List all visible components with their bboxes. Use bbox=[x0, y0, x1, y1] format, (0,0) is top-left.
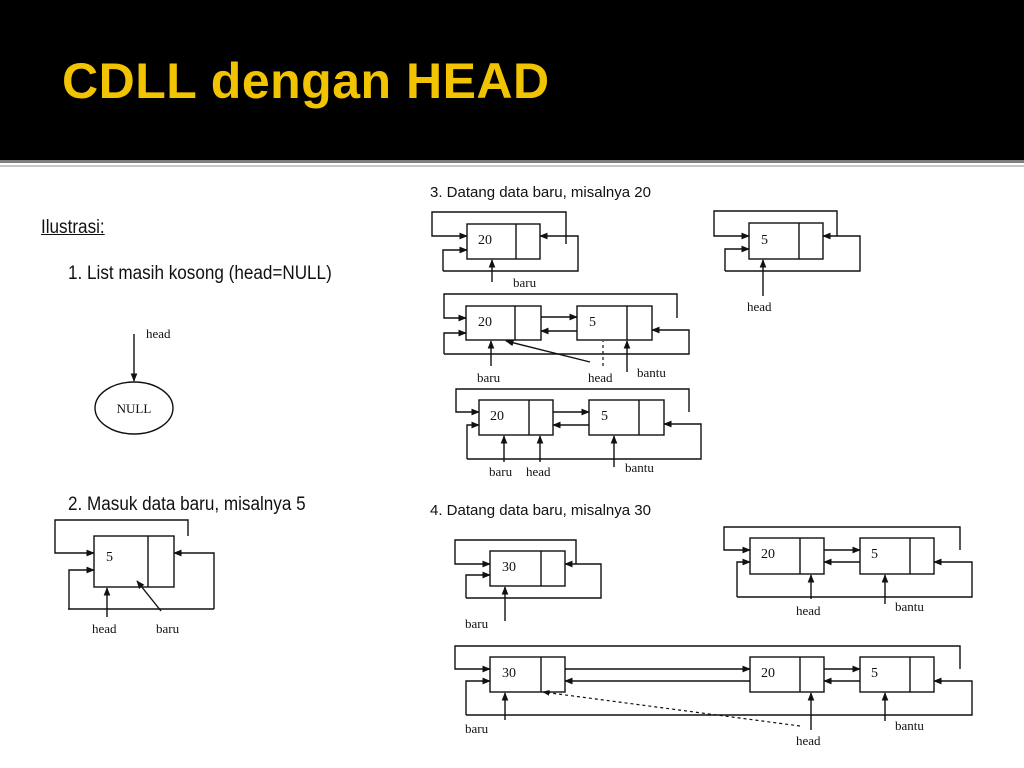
next-link-loop bbox=[54, 519, 189, 557]
svg-text:20: 20 bbox=[490, 409, 504, 424]
step2-diagram: 5 head baru bbox=[54, 519, 215, 636]
step3-caption: 3. Datang data baru, misalnya 20 bbox=[430, 184, 651, 201]
node-5 bbox=[576, 305, 653, 341]
step2-caption: 2. Masuk data baru, misalnya 5 bbox=[68, 494, 306, 515]
step4a-baru-label: baru bbox=[465, 616, 489, 631]
node-5 bbox=[93, 535, 175, 588]
step3b-head-label: head bbox=[747, 299, 772, 314]
prev-link-loop bbox=[68, 566, 95, 609]
node-30 bbox=[489, 656, 566, 693]
svg-text:30: 30 bbox=[502, 666, 516, 681]
step4c-baru-label: baru bbox=[465, 721, 489, 736]
header-divider bbox=[0, 160, 1024, 163]
node-5 bbox=[859, 656, 935, 693]
svg-text:5: 5 bbox=[871, 547, 878, 562]
prev-link-return bbox=[173, 549, 215, 609]
node-20 bbox=[478, 399, 554, 436]
node-5-value: 5 bbox=[761, 233, 768, 248]
step1-caption: 1. List masih kosong (head=NULL) bbox=[68, 263, 332, 284]
step1-head-label: head bbox=[146, 326, 171, 341]
baru-pointer-arrow bbox=[136, 580, 162, 612]
step3c-head-label: head bbox=[588, 370, 613, 385]
step4c-diagram: 30 20 5 baru head bantu bbox=[454, 645, 973, 748]
step3d-bantu-label: bantu bbox=[625, 460, 654, 475]
step3a-diagram: 20 baru bbox=[431, 211, 579, 290]
node-20 bbox=[465, 305, 542, 341]
step3d-baru-label: baru bbox=[489, 464, 513, 479]
svg-text:5: 5 bbox=[601, 409, 608, 424]
step4a-diagram: 30 baru bbox=[454, 539, 602, 631]
step3d-diagram: 20 5 baru head bantu bbox=[455, 388, 702, 479]
step4b-bantu-label: bantu bbox=[895, 599, 924, 614]
node-20-value: 20 bbox=[478, 233, 492, 248]
node-5 bbox=[748, 222, 824, 260]
node-20 bbox=[466, 223, 541, 260]
step1-diagram: head NULL bbox=[94, 326, 174, 435]
step2-head-label: head bbox=[92, 621, 117, 636]
illustration-heading: Ilustrasi: bbox=[41, 217, 105, 238]
node-20 bbox=[749, 656, 825, 693]
null-label: NULL bbox=[117, 401, 152, 416]
null-ellipse bbox=[94, 381, 174, 435]
svg-text:20: 20 bbox=[761, 666, 775, 681]
header-divider-thin bbox=[0, 165, 1024, 167]
step3d-head-label: head bbox=[526, 464, 551, 479]
step2-baru-label: baru bbox=[156, 621, 180, 636]
node-5 bbox=[588, 399, 665, 436]
svg-text:5: 5 bbox=[589, 315, 596, 330]
node-20 bbox=[749, 537, 825, 575]
node-5 bbox=[859, 537, 935, 575]
node-5-value: 5 bbox=[106, 550, 113, 565]
slide-header bbox=[0, 0, 1024, 160]
step4c-head-label: head bbox=[796, 733, 821, 748]
step3c-bantu-label: bantu bbox=[637, 365, 666, 380]
svg-text:5: 5 bbox=[871, 666, 878, 681]
svg-text:20: 20 bbox=[761, 547, 775, 562]
step3b-diagram: 5 head bbox=[713, 210, 861, 314]
step4b-diagram: 20 5 head bantu bbox=[723, 526, 973, 618]
step3c-diagram: 20 5 baru head bantu bbox=[443, 293, 690, 385]
step3a-baru-label: baru bbox=[513, 275, 537, 290]
svg-text:20: 20 bbox=[478, 315, 492, 330]
step4-caption: 4. Datang data baru, misalnya 30 bbox=[430, 502, 651, 519]
node-30 bbox=[489, 550, 566, 587]
step4c-bantu-label: bantu bbox=[895, 718, 924, 733]
step4b-head-label: head bbox=[796, 603, 821, 618]
node-30-value: 30 bbox=[502, 560, 516, 575]
step3c-baru-label: baru bbox=[477, 370, 501, 385]
slide-title: CDLL dengan HEAD bbox=[62, 53, 550, 109]
